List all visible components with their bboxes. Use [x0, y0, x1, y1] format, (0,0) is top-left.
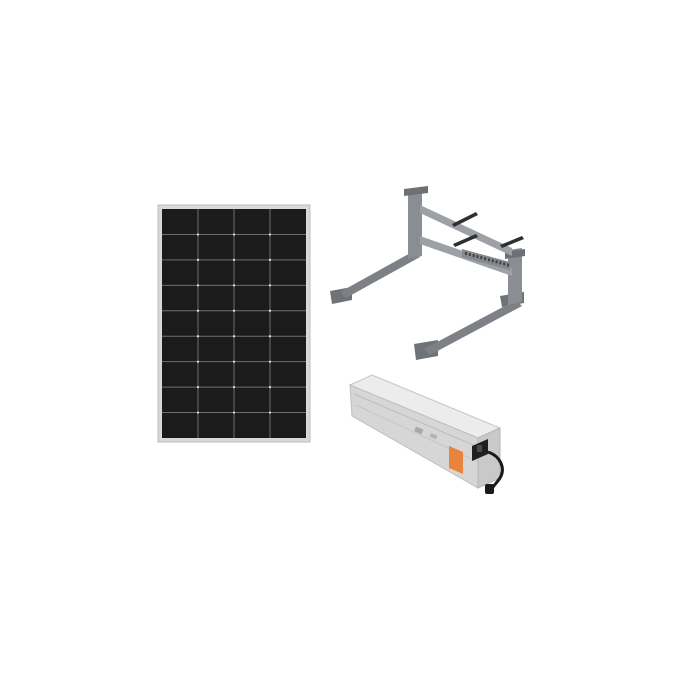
- rail-hole: [480, 256, 483, 260]
- panel-cell-dot: [268, 335, 272, 338]
- panel-cell-dot: [232, 284, 236, 287]
- battery-label: [449, 446, 463, 474]
- panel-cell-dot: [232, 386, 236, 389]
- battery-side-label: [414, 426, 424, 435]
- rail-hole: [487, 258, 490, 262]
- frame-rail-right: [424, 300, 522, 355]
- rail-hole: [472, 254, 475, 258]
- panel-cell-dot: [196, 233, 200, 236]
- panel-cell-dot: [196, 258, 200, 261]
- frame-post-left: [408, 192, 422, 259]
- panel-cell-dot: [232, 233, 236, 236]
- rail-hole: [484, 257, 487, 261]
- panel-cell-dot: [268, 386, 272, 389]
- panel-cell-dot: [268, 309, 272, 312]
- frame-beam-upper: [420, 205, 512, 256]
- panel-cell-dot: [196, 386, 200, 389]
- frame-post-right: [508, 248, 522, 305]
- rail-hole: [503, 262, 506, 266]
- rail-hole: [476, 255, 479, 259]
- rail-hole: [507, 263, 509, 267]
- frame-rail-left: [340, 251, 420, 298]
- battery-switch: [477, 445, 482, 452]
- panel-cell-dot: [196, 360, 200, 363]
- panel-cell-dot: [268, 233, 272, 236]
- battery-connector: [485, 484, 494, 494]
- solar-panel-grid: [162, 209, 306, 438]
- panel-cell-dot: [232, 258, 236, 261]
- rail-hole: [499, 261, 502, 265]
- panel-cell-dot: [268, 360, 272, 363]
- panel-cell-dot: [196, 284, 200, 287]
- panel-cell-dot: [268, 411, 272, 414]
- panel-cell-dot: [232, 411, 236, 414]
- rail-hole: [468, 253, 471, 257]
- solar-panel: [157, 204, 311, 443]
- panel-cell-dot: [268, 284, 272, 287]
- rail-hole: [495, 260, 498, 264]
- rail-hole: [491, 259, 494, 263]
- mounting-frame: [330, 186, 525, 360]
- frame-clamp-bar-3: [453, 234, 478, 247]
- frame-clamp-bar-1: [452, 212, 478, 227]
- panel-cell-dot: [196, 335, 200, 338]
- battery-box: [348, 374, 504, 494]
- frame-clamp-bar-2: [500, 236, 524, 248]
- panel-cell-dot: [232, 309, 236, 312]
- panel-cell-dot: [232, 360, 236, 363]
- panel-cell-dot: [232, 335, 236, 338]
- panel-cell-dot: [196, 309, 200, 312]
- panel-cell-dot: [196, 411, 200, 414]
- rail-hole: [465, 252, 467, 255]
- panel-cell-dot: [268, 258, 272, 261]
- frame-rail-holes: [465, 252, 509, 267]
